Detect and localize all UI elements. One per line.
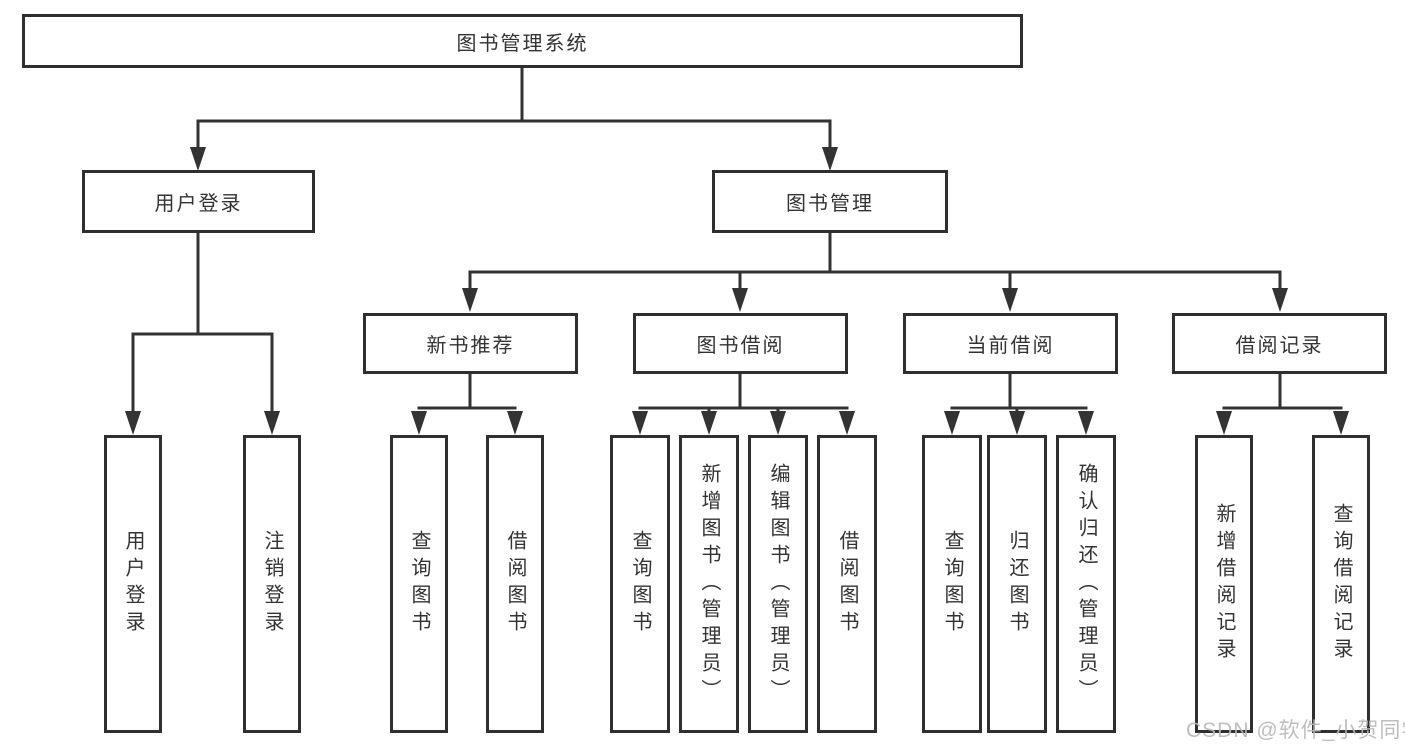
node-library-system: 图书管理系统 xyxy=(22,14,1023,68)
node-new-book-recommend: 新书推荐 xyxy=(363,313,578,374)
leaf-label: 新增图书（管理员） xyxy=(698,462,720,706)
leaf-records-add-record: 新增借阅记录 xyxy=(1195,435,1253,733)
leaf-records-query-record: 查询借阅记录 xyxy=(1312,435,1370,733)
leaf-borrow-query-book: 查询图书 xyxy=(610,435,670,733)
leaf-user-logout: 注销登录 xyxy=(243,435,301,733)
leaf-label: 新增借阅记录 xyxy=(1213,503,1235,665)
leaf-label: 查询借阅记录 xyxy=(1330,503,1352,665)
node-current-borrow: 当前借阅 xyxy=(903,313,1118,374)
leaf-label: 查询图书 xyxy=(629,530,651,638)
node-user-login-branch: 用户登录 xyxy=(82,170,315,233)
leaf-label: 查询图书 xyxy=(408,530,430,638)
leaf-current-query-book: 查询图书 xyxy=(922,435,982,733)
node-borrow-records: 借阅记录 xyxy=(1172,313,1387,374)
leaf-label: 归还图书 xyxy=(1006,530,1028,638)
leaf-recommend-borrow-book: 借阅图书 xyxy=(486,435,544,733)
csdn-watermark: CSDN @软件_小贺同学 xyxy=(1186,719,1405,742)
leaf-label: 编辑图书（管理员） xyxy=(767,462,789,706)
leaf-label: 借阅图书 xyxy=(836,530,858,638)
leaf-user-login: 用户登录 xyxy=(104,435,162,733)
leaf-current-confirm-return-admin: 确认归还（管理员） xyxy=(1056,435,1116,733)
leaf-label: 注销登录 xyxy=(261,530,283,638)
leaf-label: 借阅图书 xyxy=(504,530,526,638)
node-book-borrow: 图书借阅 xyxy=(633,313,848,374)
leaf-borrow-borrow-book: 借阅图书 xyxy=(817,435,877,733)
leaf-borrow-add-book-admin: 新增图书（管理员） xyxy=(679,435,739,733)
leaf-label: 确认归还（管理员） xyxy=(1075,462,1097,706)
leaf-borrow-edit-book-admin: 编辑图书（管理员） xyxy=(748,435,808,733)
leaf-label: 用户登录 xyxy=(122,530,144,638)
leaf-current-return-book: 归还图书 xyxy=(987,435,1047,733)
leaf-recommend-query-book: 查询图书 xyxy=(390,435,448,733)
leaf-label: 查询图书 xyxy=(941,530,963,638)
node-book-management-branch: 图书管理 xyxy=(712,170,948,233)
